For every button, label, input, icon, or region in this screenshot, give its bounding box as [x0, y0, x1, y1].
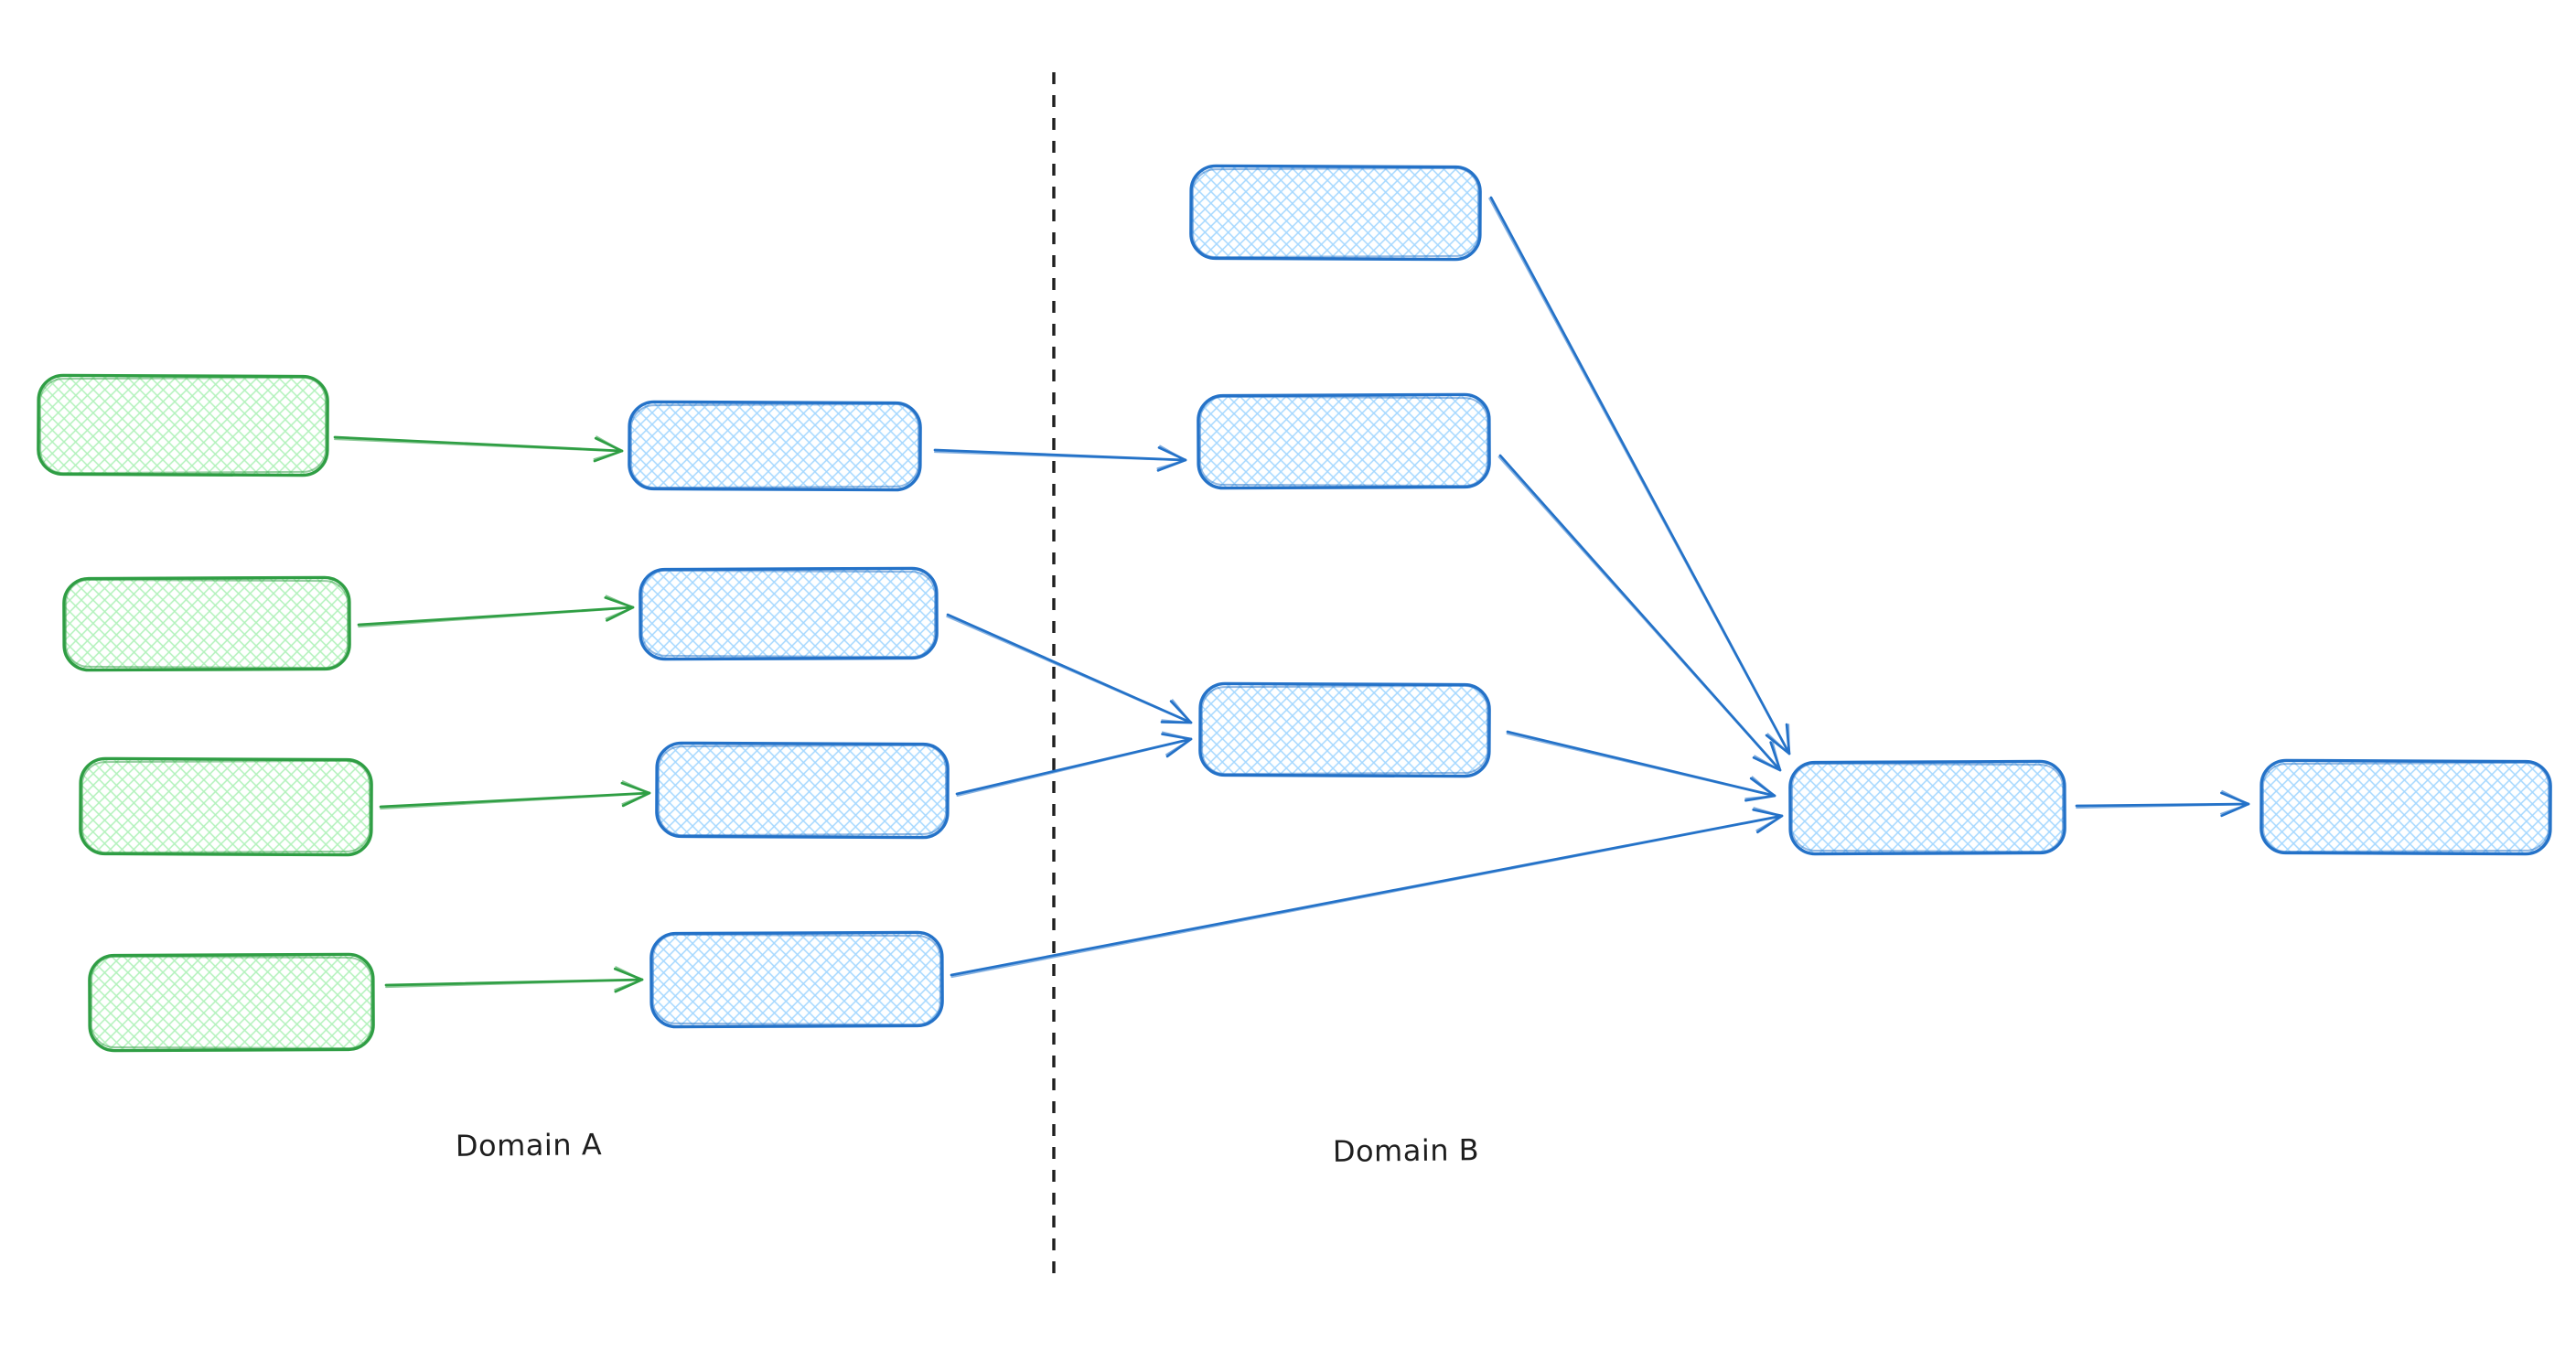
edge-bluea1-to-blueb2	[933, 445, 1187, 472]
edge-bluea4-to-hub	[950, 807, 1784, 979]
edge-blueb3-to-hub	[1506, 730, 1776, 802]
domain-b-label: Domain B	[1332, 1132, 1480, 1169]
edge-blueb2-to-hub	[1497, 454, 1782, 772]
node-blue-b2	[1197, 392, 1491, 490]
node-blue-a4	[649, 930, 944, 1029]
node-blue-b1	[1189, 164, 1482, 262]
edge-green3-to-bluea3	[379, 780, 651, 810]
node-green-4	[88, 952, 375, 1053]
node-green-3	[79, 756, 373, 857]
node-green-1	[37, 373, 329, 477]
node-blue-output	[2259, 758, 2552, 856]
node-blue-a3	[655, 741, 950, 840]
node-blue-a2	[639, 566, 939, 661]
edge-blueb1-to-hub	[1488, 196, 1791, 756]
node-blue-hub	[1788, 759, 2066, 856]
edge-bluea3-to-blueb3	[955, 731, 1193, 797]
edge-bluea2-to-blueb3	[946, 613, 1193, 724]
node-blue-a1	[628, 400, 922, 492]
edge-green4-to-bluea4	[384, 966, 644, 993]
node-blue-b3	[1198, 681, 1491, 778]
edge-green2-to-bluea2	[357, 595, 635, 628]
edge-hub-to-output	[2075, 789, 2250, 818]
node-green-2	[62, 575, 351, 672]
edge-green1-to-bluea1	[333, 435, 624, 463]
domain-a-label: Domain A	[455, 1127, 603, 1163]
